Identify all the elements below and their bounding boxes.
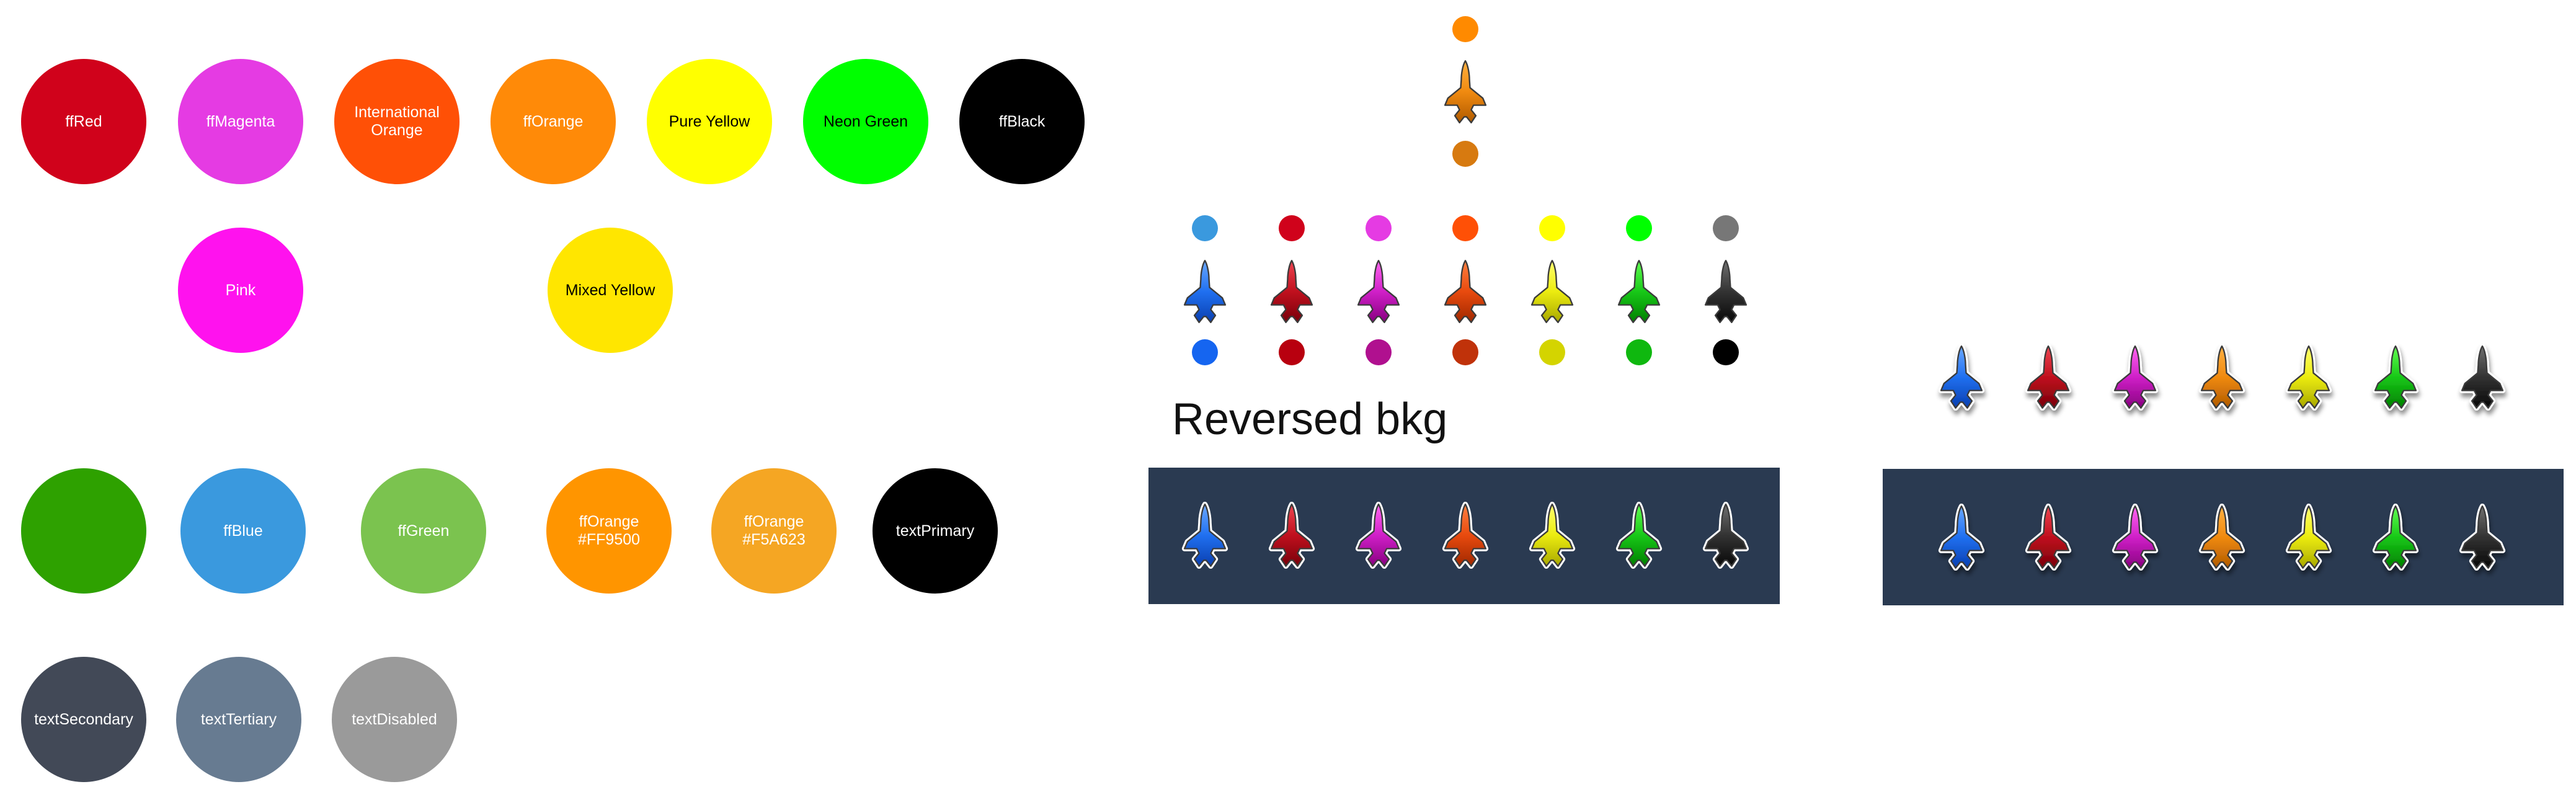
color-dot-bottom [1452,141,1478,167]
color-dot-top [1539,215,1565,241]
jet-marker-icon [1349,255,1408,328]
color-swatch: Neon Green [803,59,928,184]
jet-marker-icon [2106,501,2164,574]
jet-marker-icon [2453,340,2512,414]
jet-marker-icon [1932,340,1991,414]
color-dot-bottom [1626,339,1652,365]
color-swatch: ffGreen [361,468,486,594]
jet-marker-icon [2193,501,2251,574]
color-swatch: textDisabled [332,657,457,782]
color-dot-bottom [1366,339,1392,365]
jet-marker-icon [2019,501,2077,574]
jet-marker-icon [1610,499,1668,572]
jet-marker-icon [1176,499,1234,572]
color-swatch-label: textTertiary [200,710,277,728]
color-swatch-label: ffGreen [398,522,450,540]
color-swatch-label: textPrimary [895,522,975,540]
color-dot-bottom [1279,339,1305,365]
color-swatch-label: Pure Yellow [668,112,750,130]
jet-marker-icon [2019,340,2077,414]
jet-marker-icon [2280,340,2338,414]
color-swatch: Pure Yellow [647,59,772,184]
jet-marker-icon [2106,340,2164,414]
jet-marker-icon [1697,255,1755,328]
color-dot-top [1192,215,1218,241]
color-swatch: ffRed [21,59,146,184]
color-swatch-label: ffBlack [998,112,1046,130]
color-swatch: ffMagenta [178,59,303,184]
color-swatch: ffOrange #FF9500 [546,468,672,594]
color-swatch: textTertiary [176,657,301,782]
color-dot-top [1452,16,1478,42]
color-swatch-label: textSecondary [34,710,133,728]
jet-marker-icon [1697,499,1755,572]
color-dot-bottom [1452,339,1478,365]
color-swatch: ffOrange #F5A623 [711,468,837,594]
color-swatch: textPrimary [873,468,998,594]
color-dot-top [1366,215,1392,241]
color-dot-top [1713,215,1739,241]
color-swatch: ffOrange [491,59,616,184]
jet-marker-icon [1176,255,1234,328]
jet-marker-icon [1523,255,1581,328]
jet-marker-icon [1932,501,1991,574]
color-swatch: Mixed Yellow [548,228,673,353]
jet-marker-icon [1610,255,1668,328]
color-swatch-label: Pink [225,281,256,299]
jet-marker-icon [2280,501,2338,574]
color-swatch [21,468,146,594]
color-swatch-label: ffBlue [223,522,263,540]
color-swatch-label: Neon Green [823,112,908,130]
color-dot-top [1279,215,1305,241]
color-swatch: Pink [178,228,303,353]
color-swatch: International Orange [334,59,460,184]
jet-marker-icon [1349,499,1408,572]
color-dot-top [1626,215,1652,241]
color-swatch-label: ffOrange #F5A623 [742,513,806,548]
jet-marker-icon [1263,499,1321,572]
color-swatch: ffBlack [959,59,1085,184]
jet-marker-icon [2453,501,2512,574]
color-dot-bottom [1713,339,1739,365]
color-swatch-label: textDisabled [352,710,437,728]
reversed-background-panel [1148,468,1780,604]
reversed-background-heading: Reversed bkg [1172,394,1448,444]
color-swatch-label: Mixed Yellow [565,281,655,299]
jet-marker-icon [1436,55,1495,128]
jet-marker-icon [1436,499,1495,572]
jet-marker-icon [2366,340,2425,414]
jet-marker-icon [1436,255,1495,328]
color-dot-bottom [1192,339,1218,365]
color-swatch-label: ffRed [65,112,102,130]
color-swatch-label: ffMagenta [206,112,275,130]
jet-marker-icon [2193,340,2251,414]
color-swatch: textSecondary [21,657,146,782]
color-swatch: ffBlue [180,468,306,594]
color-dot-bottom [1539,339,1565,365]
color-swatch-label: International Orange [354,104,440,139]
reversed-background-panel-right [1883,469,2564,605]
jet-marker-icon [1263,255,1321,328]
jet-marker-icon [1523,499,1581,572]
jet-marker-icon [2366,501,2425,574]
color-swatch-label: ffOrange #FF9500 [577,513,641,548]
color-swatch-label: ffOrange [523,112,584,130]
color-dot-top [1452,215,1478,241]
